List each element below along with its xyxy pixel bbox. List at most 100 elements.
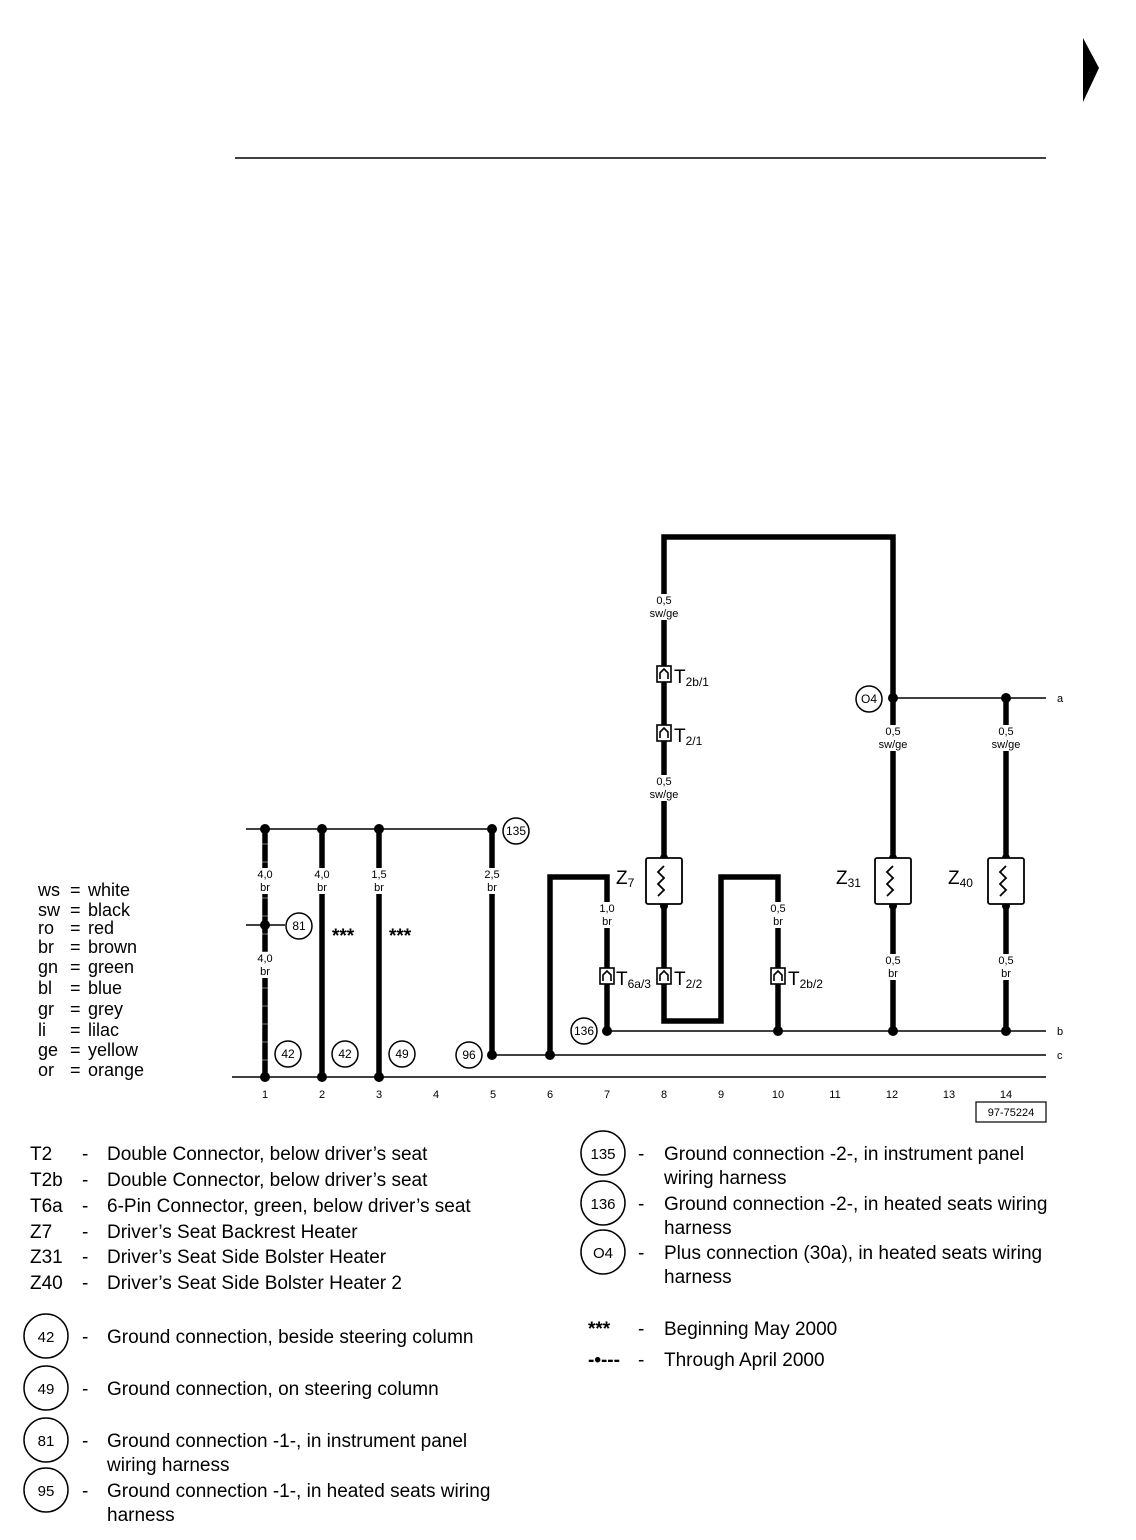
color-legend: ws=white sw=black ro=red br=brown gn=gre… bbox=[37, 880, 144, 1080]
svg-text:Double Connector, below driver: Double Connector, below driver’s seat bbox=[107, 1144, 428, 1165]
svg-text:3: 3 bbox=[376, 1089, 382, 1101]
svg-text:4,0: 4,0 bbox=[257, 869, 272, 881]
junction-dots bbox=[260, 693, 1011, 1082]
svg-text:4,0: 4,0 bbox=[257, 953, 272, 965]
wire-label: 4,0br bbox=[309, 868, 335, 894]
svg-text:135: 135 bbox=[590, 1146, 615, 1163]
svg-text:9: 9 bbox=[718, 1089, 724, 1101]
svg-text:42: 42 bbox=[38, 1329, 55, 1346]
heater-z7 bbox=[645, 857, 683, 905]
page-arrow-icon[interactable] bbox=[1083, 38, 1099, 102]
svg-text:O4: O4 bbox=[861, 692, 877, 706]
wire-label: 0,5br bbox=[765, 902, 791, 928]
svg-text:gn=green: gn=green bbox=[38, 957, 134, 977]
svg-text:136: 136 bbox=[574, 1024, 594, 1038]
svg-text:81: 81 bbox=[292, 919, 306, 933]
svg-text:7: 7 bbox=[604, 1089, 610, 1101]
svg-text:Driver’s Seat Side Bolster Hea: Driver’s Seat Side Bolster Heater bbox=[107, 1247, 387, 1268]
wire-label: 0,5sw/ge bbox=[873, 725, 913, 751]
legend-row: 95 - Ground connection -1-, in heated se… bbox=[23, 1467, 490, 1526]
svg-text:Double Connector, below driver: Double Connector, below driver’s seat bbox=[107, 1170, 428, 1191]
legend-row: 42 - Ground connection, beside steering … bbox=[23, 1313, 474, 1359]
svg-text:-•---: -•--- bbox=[588, 1350, 620, 1371]
svg-text:-: - bbox=[82, 1247, 88, 1268]
svg-text:2: 2 bbox=[319, 1089, 325, 1101]
svg-text:br: br bbox=[260, 966, 270, 978]
svg-text:or=orange: or=orange bbox=[38, 1060, 144, 1080]
svg-text:br: br bbox=[487, 882, 497, 894]
wire-label: 4,0br bbox=[252, 868, 278, 894]
svg-text:0,5: 0,5 bbox=[656, 776, 671, 788]
svg-text:-: - bbox=[82, 1170, 88, 1191]
svg-text:ge=yellow: ge=yellow bbox=[38, 1040, 139, 1060]
legend-row: T2-Double Connector, below driver’s seat bbox=[30, 1144, 428, 1165]
svg-text:Ground connection -1-, in heat: Ground connection -1-, in heated seats w… bbox=[107, 1481, 490, 1502]
connector-label: T2b/1 bbox=[674, 667, 709, 689]
legend-row: Z40-Driver’s Seat Side Bolster Heater 2 bbox=[30, 1273, 402, 1294]
svg-text:a: a bbox=[1057, 693, 1064, 705]
svg-text:4: 4 bbox=[433, 1089, 439, 1101]
svg-text:Ground connection -1-, in inst: Ground connection -1-, in instrument pan… bbox=[107, 1431, 467, 1452]
svg-text:49: 49 bbox=[395, 1047, 409, 1061]
svg-text:6-Pin Connector, green, below: 6-Pin Connector, green, below driver’s s… bbox=[107, 1196, 471, 1217]
wire-labels: 4,0br 4,0br 4,0br 1,5br 2,5br 1,0br 0,5s… bbox=[252, 594, 1026, 980]
rail-letters: a b c bbox=[1057, 693, 1064, 1062]
svg-text:Z31: Z31 bbox=[30, 1247, 63, 1268]
svg-text:136: 136 bbox=[590, 1196, 615, 1213]
heater-elements bbox=[645, 857, 1025, 905]
svg-text:-: - bbox=[82, 1379, 88, 1400]
svg-text:14: 14 bbox=[1000, 1089, 1012, 1101]
svg-text:gr=grey: gr=grey bbox=[38, 999, 123, 1019]
svg-text:bl=blue: bl=blue bbox=[38, 978, 122, 998]
svg-text:-: - bbox=[638, 1194, 644, 1215]
svg-text:br: br bbox=[317, 882, 327, 894]
ground-circles: 135 81 42 42 49 96 136 O4 bbox=[274, 685, 883, 1069]
wire-label: 0,5sw/ge bbox=[644, 594, 684, 620]
legend-row: *** - Beginning May 2000 bbox=[588, 1319, 837, 1340]
svg-text:Through April 2000: Through April 2000 bbox=[664, 1350, 825, 1371]
svg-text:-: - bbox=[82, 1222, 88, 1243]
svg-text:br: br bbox=[260, 882, 270, 894]
svg-text:-: - bbox=[82, 1431, 88, 1452]
svg-text:Driver’s Seat Side Bolster Hea: Driver’s Seat Side Bolster Heater 2 bbox=[107, 1273, 402, 1294]
svg-text:Z7: Z7 bbox=[30, 1222, 52, 1243]
wire-label: 0,5br bbox=[993, 954, 1019, 980]
svg-text:sw/ge: sw/ge bbox=[650, 789, 679, 801]
component-label: Z7 bbox=[616, 868, 635, 890]
legend-row: -•--- - Through April 2000 bbox=[588, 1350, 825, 1371]
svg-text:0,5: 0,5 bbox=[885, 726, 900, 738]
legend-row: T2b-Double Connector, below driver’s sea… bbox=[30, 1170, 428, 1191]
svg-text:-: - bbox=[638, 1319, 644, 1340]
svg-text:br: br bbox=[602, 916, 612, 928]
component-label: Z31 bbox=[836, 868, 861, 890]
legend-row: Z7-Driver’s Seat Backrest Heater bbox=[30, 1222, 358, 1243]
svg-text:5: 5 bbox=[490, 1089, 496, 1101]
legend-row: T6a-6-Pin Connector, green, below driver… bbox=[30, 1196, 471, 1217]
connector-symbols bbox=[599, 665, 786, 985]
svg-text:li=lilac: li=lilac bbox=[38, 1020, 119, 1040]
svg-text:-: - bbox=[638, 1243, 644, 1264]
svg-text:b: b bbox=[1057, 1026, 1063, 1038]
svg-text:Ground connection -2-, in inst: Ground connection -2-, in instrument pan… bbox=[664, 1144, 1024, 1165]
svg-text:0,5: 0,5 bbox=[998, 955, 1013, 967]
svg-text:4,0: 4,0 bbox=[314, 869, 329, 881]
svg-text:6: 6 bbox=[547, 1089, 553, 1101]
svg-text:0,5: 0,5 bbox=[885, 955, 900, 967]
legend-row: 135 - Ground connection -2-, in instrume… bbox=[580, 1130, 1024, 1189]
connector-label: T2/2 bbox=[674, 969, 703, 991]
svg-text:c: c bbox=[1057, 1050, 1063, 1062]
svg-text:-: - bbox=[82, 1481, 88, 1502]
svg-text:0,5: 0,5 bbox=[770, 903, 785, 915]
legend-row: 136 - Ground connection -2-, in heated s… bbox=[580, 1180, 1047, 1239]
svg-text:0,5: 0,5 bbox=[656, 595, 671, 607]
wire-label: 2,5br bbox=[479, 868, 505, 894]
svg-text:10: 10 bbox=[772, 1089, 784, 1101]
connector-label: T2/1 bbox=[674, 726, 703, 748]
wire-label: 1,0br bbox=[594, 902, 620, 928]
legend-row: 49 - Ground connection, on steering colu… bbox=[23, 1365, 439, 1411]
wire-label: 0,5sw/ge bbox=[644, 775, 684, 801]
track-numbers: 1 2 3 4 5 6 7 8 9 10 11 12 13 14 bbox=[262, 1089, 1012, 1101]
svg-text:wiring harness: wiring harness bbox=[663, 1168, 787, 1189]
svg-text:8: 8 bbox=[661, 1089, 667, 1101]
